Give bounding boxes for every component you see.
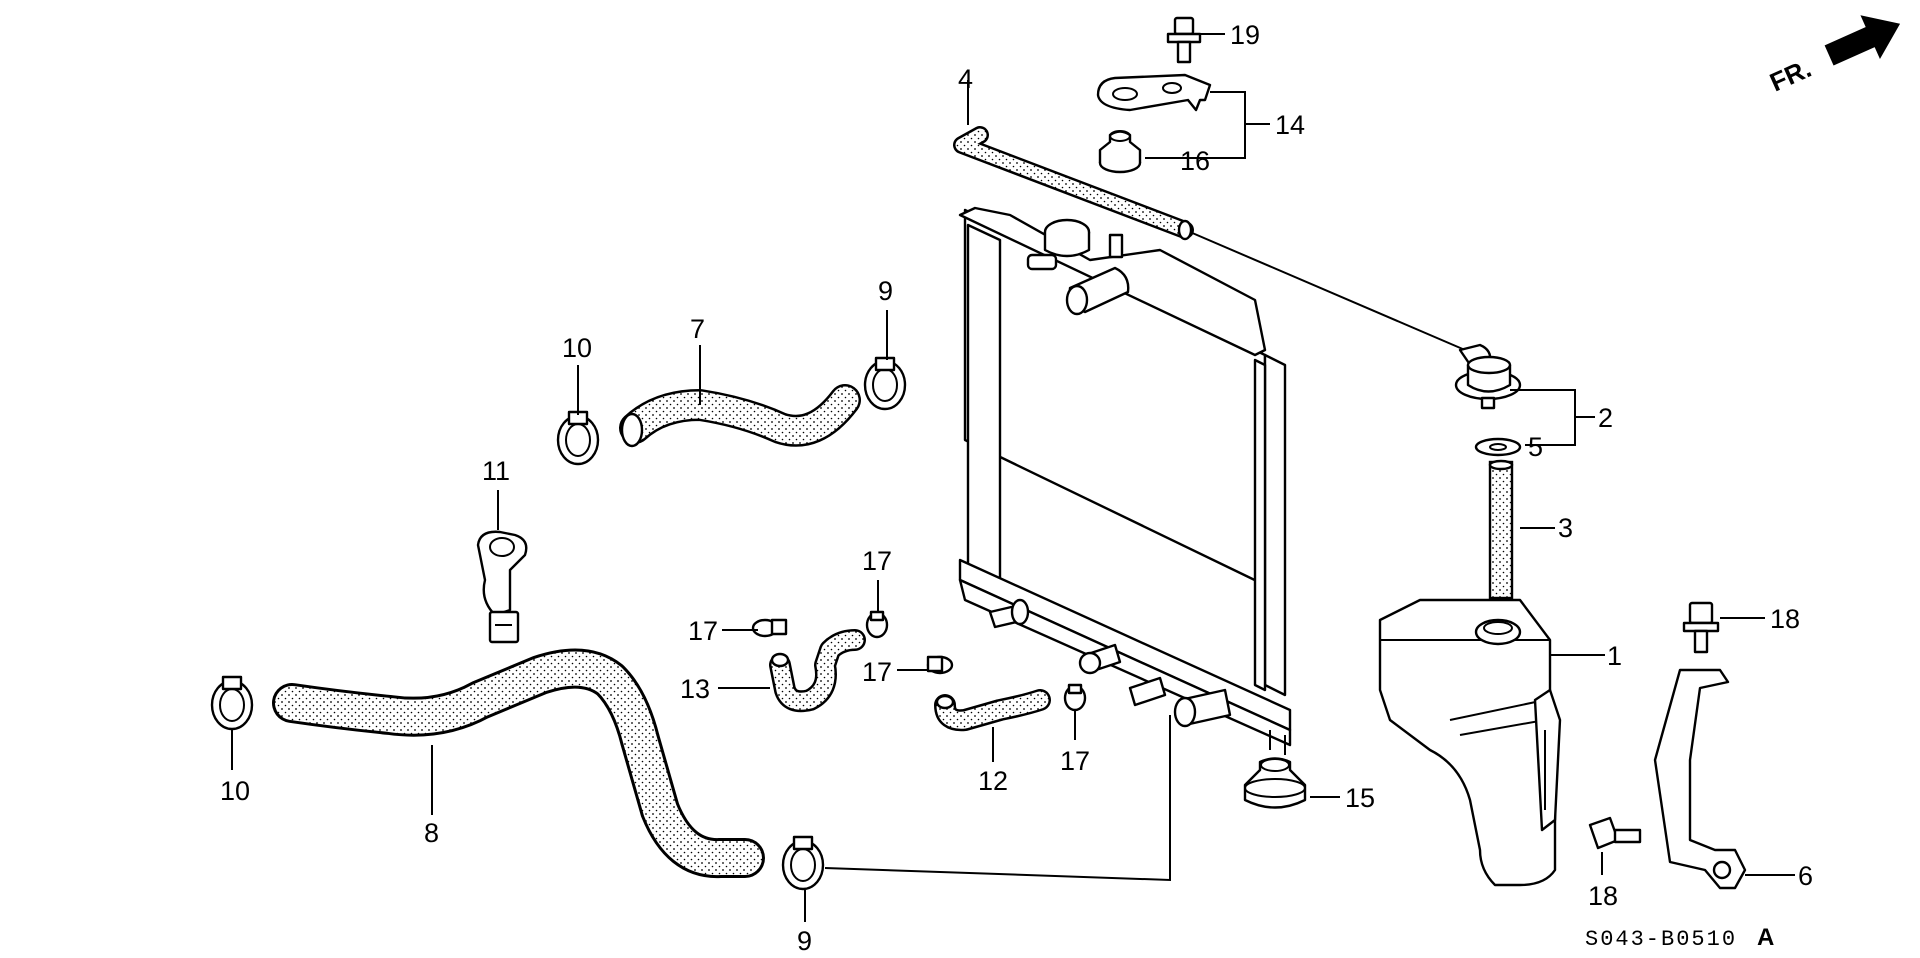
bolt: [1682, 601, 1720, 654]
washer: [1474, 437, 1522, 457]
callout-18-lower: 18: [1588, 881, 1618, 911]
callout-14: 14: [1275, 110, 1305, 140]
reserve-tank-tube: [1488, 459, 1514, 600]
diagram-code-suffix: A: [1757, 924, 1774, 951]
callout-10-lower: 10: [220, 776, 250, 806]
diagram-code: S043-B0510: [1585, 927, 1737, 952]
hose-clamp: [781, 835, 825, 891]
small-clamp: [751, 618, 788, 638]
callout-5: 5: [1528, 432, 1543, 462]
bracket: [1653, 668, 1747, 890]
clamp-route-line: [824, 715, 1171, 882]
hose-13: [769, 629, 866, 713]
hose-12: [934, 689, 1051, 732]
callout-13: 13: [680, 674, 710, 704]
callout-9-upper: 9: [878, 276, 893, 306]
small-clamp: [1063, 683, 1087, 712]
hose-clamp-holder: [476, 530, 528, 644]
callout-16: 16: [1180, 146, 1210, 176]
front-label: FR.: [1765, 53, 1815, 97]
callout-7: 7: [690, 314, 705, 344]
callout-3: 3: [1558, 513, 1573, 543]
small-clamp: [926, 655, 954, 675]
callout-4: 4: [958, 64, 973, 94]
callout-8: 8: [424, 818, 439, 848]
callout-6: 6: [1798, 861, 1813, 891]
lower-radiator-hose: [272, 648, 765, 879]
callout-17-b: 17: [862, 546, 892, 576]
reserve-tank-cap: [1454, 343, 1522, 410]
callout-1: 1: [1607, 641, 1622, 671]
callout-12: 12: [978, 766, 1008, 796]
callout-17-c: 17: [862, 657, 892, 687]
bolt: [1588, 816, 1642, 850]
overflow-route-line: [1189, 231, 1466, 351]
callout-10-upper: 10: [562, 333, 592, 363]
reserve-tank: [1378, 598, 1562, 887]
hose-clamp: [210, 675, 254, 731]
upper-radiator-hose: [619, 384, 861, 448]
callout-17-d: 17: [1060, 746, 1090, 776]
lower-cushion: [1243, 757, 1307, 809]
callout-11: 11: [482, 456, 510, 486]
bolt: [1166, 16, 1202, 64]
hose-clamp: [556, 410, 600, 466]
small-clamp: [865, 610, 889, 639]
upper-cushion: [1098, 130, 1142, 174]
callout-18-upper: 18: [1770, 604, 1800, 634]
radiator: [958, 206, 1292, 755]
callout-9-lower: 9: [797, 926, 812, 956]
upper-mount-bracket: [1096, 73, 1212, 112]
overflow-hose: [953, 126, 1194, 241]
hose-clamp: [863, 356, 907, 411]
callout-2: 2: [1598, 403, 1613, 433]
callout-15: 15: [1345, 783, 1375, 813]
front-arrow-icon: [1824, 15, 1901, 66]
callout-17-a: 17: [688, 616, 718, 646]
callout-19: 19: [1230, 20, 1260, 50]
